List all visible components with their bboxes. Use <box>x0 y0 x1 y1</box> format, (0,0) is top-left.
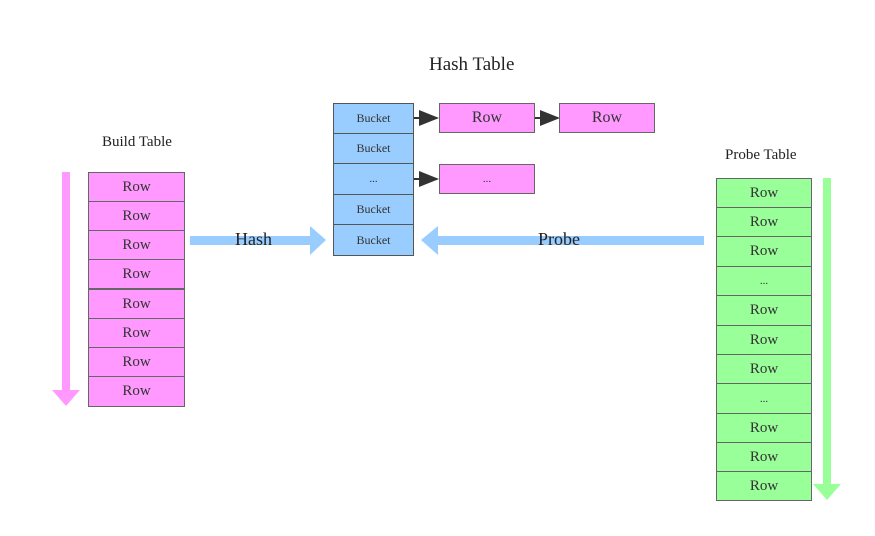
probe-row: ... <box>716 266 812 296</box>
hash-table-title: Hash Table <box>429 54 515 75</box>
probe-row: Row <box>716 178 812 208</box>
build-row: Row <box>88 289 185 319</box>
probe-row: Row <box>716 442 812 472</box>
probe-row: ... <box>716 383 812 414</box>
build-row: Row <box>88 347 185 377</box>
probe-table-title: Probe Table <box>725 147 797 163</box>
hash-arrow <box>190 226 326 255</box>
probe-arrow <box>421 226 704 255</box>
chain-ellipsis: ... <box>439 164 535 194</box>
probe-row: Row <box>716 413 812 443</box>
build-table-title: Build Table <box>102 134 172 150</box>
probe-row: Row <box>716 471 812 501</box>
probe-label: Probe <box>538 229 580 249</box>
bucket: Bucket <box>333 194 414 225</box>
build-scan-arrow <box>52 172 80 406</box>
probe-row: Row <box>716 354 812 384</box>
build-row: Row <box>88 230 185 260</box>
probe-scan-arrow <box>813 178 841 500</box>
chain-row: Row <box>559 103 655 133</box>
build-row: Row <box>88 376 185 407</box>
hash-label: Hash <box>235 229 272 249</box>
build-row: Row <box>88 318 185 348</box>
bucket: ... <box>333 163 414 195</box>
probe-row: Row <box>716 236 812 267</box>
probe-row: Row <box>716 295 812 326</box>
build-row: Row <box>88 259 185 289</box>
bucket: Bucket <box>333 103 414 134</box>
bucket: Bucket <box>333 133 414 164</box>
bucket: Bucket <box>333 224 414 256</box>
probe-row: Row <box>716 207 812 237</box>
probe-row: Row <box>716 325 812 355</box>
build-row: Row <box>88 172 185 202</box>
chain-row: Row <box>439 103 535 133</box>
build-row: Row <box>88 201 185 231</box>
